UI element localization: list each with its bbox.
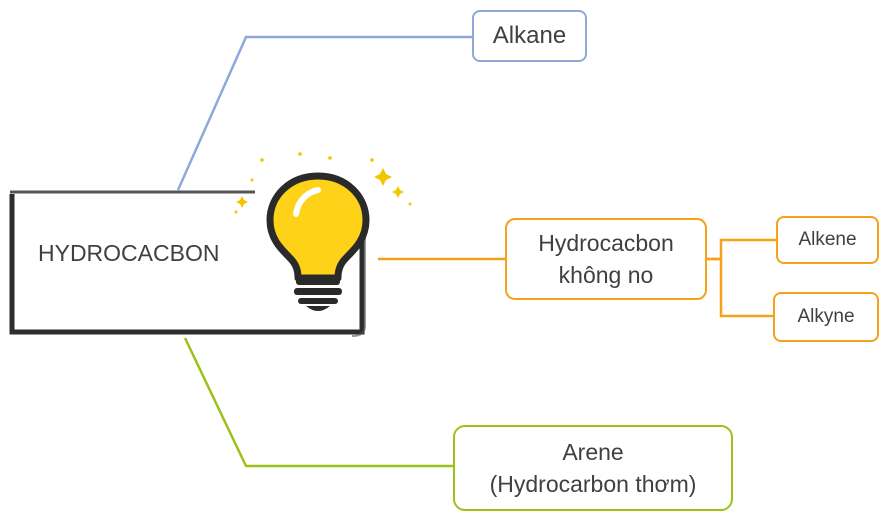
node-alkyne[interactable]: Alkyne (773, 292, 879, 342)
node-alkane-label: Alkane (492, 22, 567, 49)
connector-alkene (707, 238, 776, 261)
node-alkene[interactable]: Alkene (776, 216, 879, 264)
node-unsaturated-label: Hydrocacbon không no (538, 230, 674, 288)
root-node (9, 190, 366, 337)
lightbulb-icon (234, 152, 412, 311)
node-arene[interactable]: Arene (Hydrocarbon thơm) (453, 425, 733, 511)
node-unsaturated-hydrocarbon[interactable]: Hydrocacbon không no (505, 218, 707, 300)
connector-alkyne (707, 257, 773, 318)
node-arene-label: Arene (Hydrocarbon thơm) (489, 439, 697, 497)
node-alkyne-label: Alkyne (797, 306, 855, 327)
node-alkene-label: Alkene (798, 229, 857, 250)
connector-alkane (176, 35, 472, 191)
node-alkane[interactable]: Alkane (472, 10, 587, 62)
root-label: HYDROCACBON (38, 240, 220, 266)
connector-arene (183, 337, 453, 468)
